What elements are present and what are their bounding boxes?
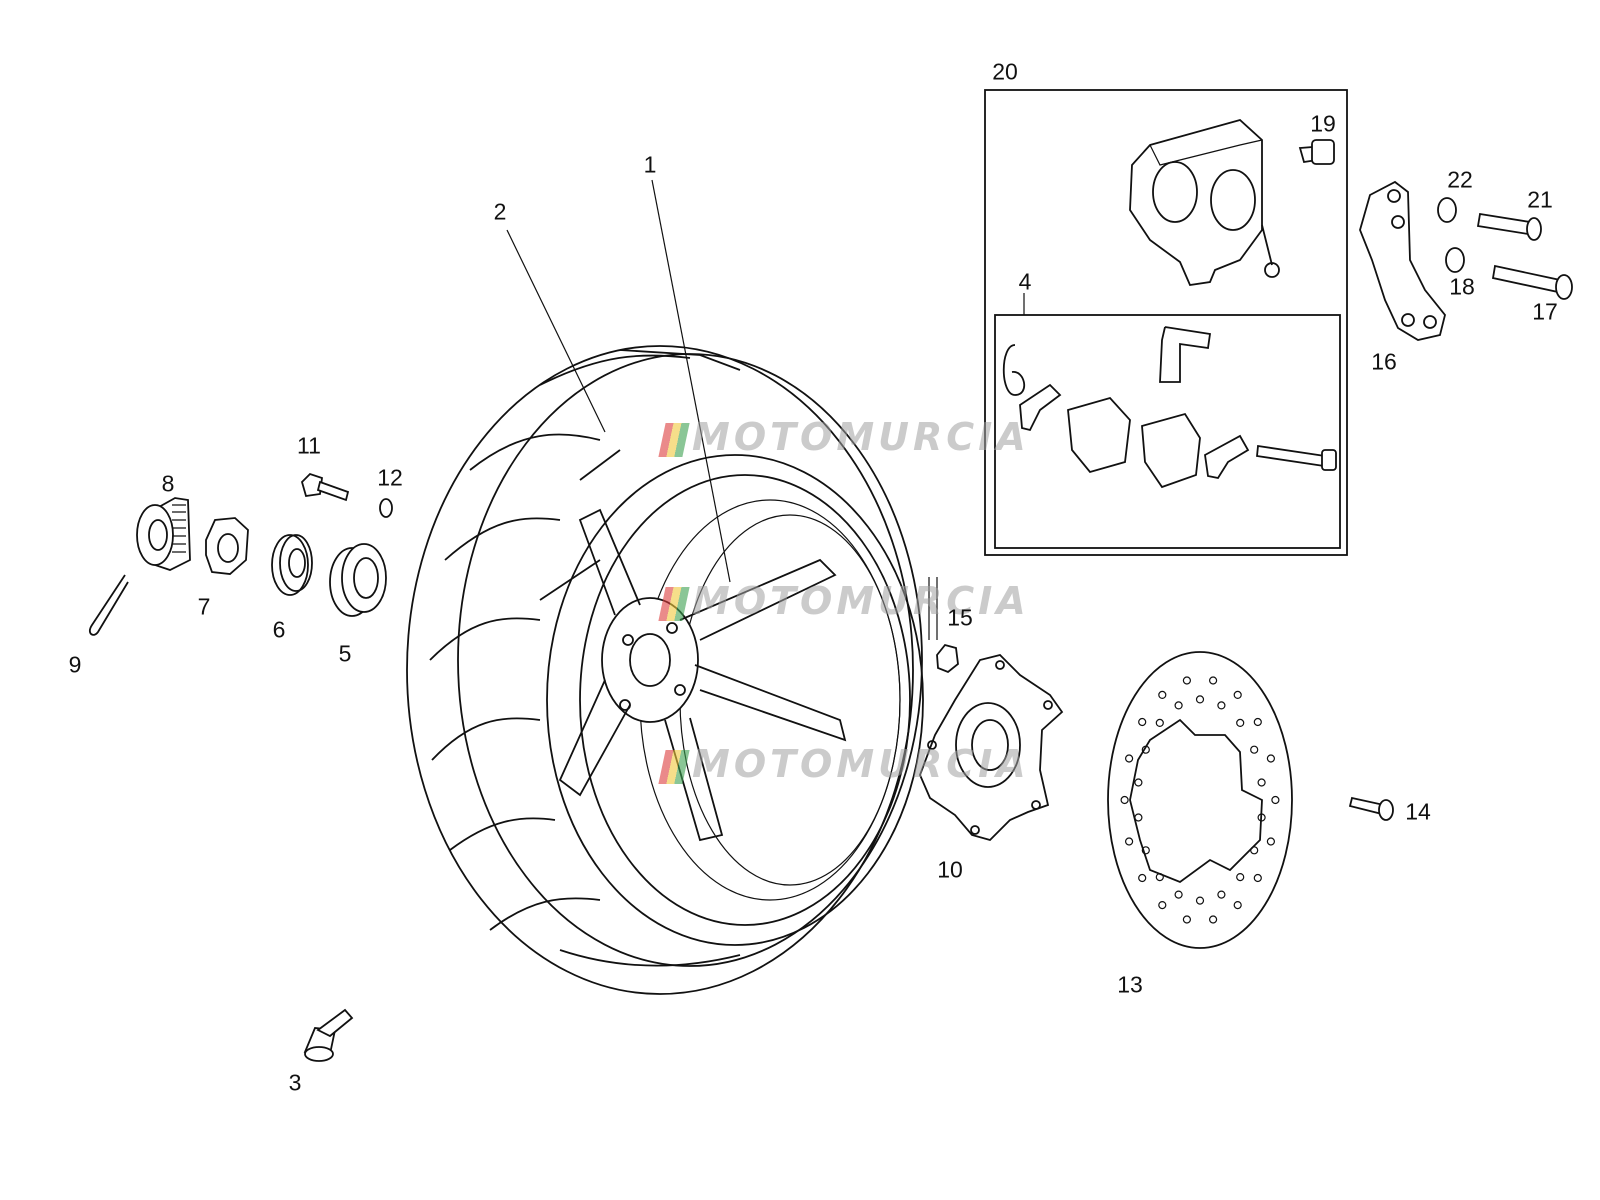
disc-hole (1217, 890, 1226, 899)
bolt-upper (1476, 212, 1542, 241)
disc-hole (1208, 915, 1218, 924)
disc-hole (1253, 717, 1262, 727)
callout-4: 4 (1018, 268, 1032, 295)
brake-pad-left (1067, 396, 1131, 474)
tyre (406, 345, 923, 995)
bearing-5 (329, 543, 387, 617)
disc-hole (1217, 701, 1226, 710)
washer-upper (1437, 197, 1457, 223)
bolt-lower (1491, 264, 1573, 300)
tyre-valve (303, 1008, 354, 1062)
pad-pin (1256, 444, 1337, 471)
disc-hole (1233, 690, 1242, 700)
disc-hole (1182, 915, 1192, 924)
callout-13: 13 (1117, 971, 1143, 998)
washer-12 (379, 498, 393, 518)
watermark-logo-icon (658, 422, 690, 457)
axle-nut (205, 517, 249, 575)
callout-1: 1 (643, 151, 657, 178)
disc-hole (1182, 676, 1192, 685)
disc-hole (1134, 778, 1143, 787)
callout-7: 7 (197, 593, 211, 620)
callout-17: 17 (1532, 298, 1558, 325)
disc-hole (1266, 754, 1276, 763)
disc-hole (1195, 695, 1205, 704)
disc-hole (1195, 896, 1205, 905)
disc-hole (1141, 745, 1150, 754)
disc-hole (1158, 900, 1167, 910)
caliper-kit-box (984, 89, 1348, 556)
watermark: MOTOMURCIA (658, 418, 1030, 457)
disc-hole (1174, 890, 1183, 899)
callout-5: 5 (338, 640, 352, 667)
caliper-bracket (1359, 180, 1446, 341)
callout-2: 2 (493, 198, 507, 225)
disc-hole (1233, 900, 1242, 910)
disc-hole (1155, 872, 1164, 882)
nut-15 (936, 643, 959, 674)
callout-14: 14 (1405, 798, 1431, 825)
retaining-clip (1002, 344, 1025, 396)
washer-lower (1445, 247, 1465, 273)
disc-hole (1155, 718, 1164, 728)
disc-hole (1271, 795, 1280, 805)
callout-11: 11 (297, 432, 321, 459)
disc-hole (1250, 846, 1259, 855)
disc-hole (1266, 837, 1276, 846)
disc-hole (1174, 701, 1183, 710)
callout-9: 9 (68, 651, 82, 678)
callout-6: 6 (272, 616, 286, 643)
callout-3: 3 (288, 1069, 302, 1096)
watermark-logo-icon (658, 749, 690, 784)
callout-16: 16 (1371, 348, 1397, 375)
bleed-screw (1298, 139, 1335, 165)
disc-hole (1257, 778, 1266, 787)
disc-holes (1120, 676, 1280, 924)
oil-seal (271, 534, 313, 596)
split-pin (88, 574, 129, 636)
disc-hole (1134, 813, 1143, 822)
bearing-8 (136, 497, 191, 571)
callout-10: 10 (937, 856, 963, 883)
callout-21: 21 (1527, 186, 1553, 213)
disc-hole (1236, 872, 1245, 882)
brake-disc (1107, 651, 1293, 949)
leader-lines (506, 179, 938, 640)
brake-caliper (1129, 118, 1280, 286)
callout-19: 19 (1310, 110, 1336, 137)
disc-hole (1141, 846, 1150, 855)
callout-22: 22 (1447, 166, 1473, 193)
disc-hole (1236, 718, 1245, 728)
watermark: MOTOMURCIA (658, 745, 1030, 784)
disc-hole (1250, 745, 1259, 754)
pad-shim-left (1019, 383, 1062, 432)
disc-hole (1257, 813, 1266, 822)
disc-bolt (1348, 796, 1394, 821)
disc-hole (1138, 717, 1147, 727)
watermark: MOTOMURCIA (658, 582, 1030, 621)
disc-carrier-flange (919, 654, 1064, 842)
disc-hole (1124, 754, 1134, 763)
brake-pad-right (1141, 412, 1201, 489)
screw-11 (300, 472, 350, 502)
disc-hole (1208, 676, 1218, 685)
brake-pad-spring (1159, 326, 1212, 383)
callout-8: 8 (161, 470, 175, 497)
callout-12: 12 (377, 464, 403, 491)
rim (546, 454, 924, 946)
disc-hole (1124, 837, 1134, 846)
disc-hole (1253, 873, 1262, 883)
watermark-logo-icon (658, 586, 690, 621)
pad-shim-right (1204, 434, 1250, 480)
callout-15: 15 (947, 604, 973, 631)
disc-hole (1158, 690, 1167, 700)
callout-18: 18 (1449, 273, 1475, 300)
disc-hole (1138, 873, 1147, 883)
disc-hole (1120, 795, 1129, 805)
callout-20: 20 (992, 58, 1018, 85)
brake-pad-kit-box (994, 314, 1341, 549)
